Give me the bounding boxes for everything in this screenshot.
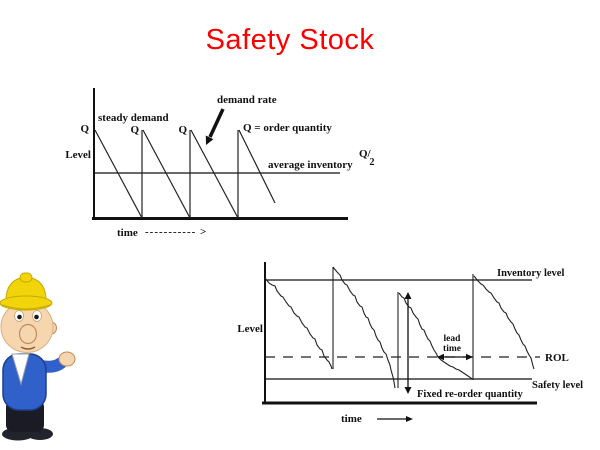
lead-time-arrow [437, 353, 473, 361]
top-time-label: time [117, 227, 138, 239]
average-inventory-label: average inventory [268, 159, 353, 171]
safety-stock-diagram: Inventory level Level lead time ROL Safe… [237, 262, 583, 425]
inventory-level-label: Inventory level [497, 268, 564, 279]
order-quantity-label: Q = order quantity [243, 122, 332, 134]
mascot-hard-hat [0, 272, 53, 311]
peak3-q-label: Q [178, 124, 187, 136]
rol-label: ROL [545, 352, 569, 364]
lead-time-label-line2: time [443, 344, 461, 354]
construction-worker-mascot [0, 272, 76, 441]
lead-time-label-line1: lead [444, 334, 462, 344]
sawtooth-inventory-diagram: Q Level steady demand Q Q demand rate Q … [65, 88, 375, 239]
bottom-time-label: time [341, 413, 362, 425]
level-axis-label: Level [65, 149, 91, 161]
q-half-denominator: 2 [370, 157, 375, 168]
q-half-numerator: Q/ [359, 148, 372, 160]
demand-rate-arrow [205, 108, 225, 145]
fixed-reorder-label: Fixed re-order quantity [417, 389, 524, 400]
top-time-dashes: ----------- > [145, 226, 207, 238]
bottom-level-axis-label: Level [237, 323, 263, 335]
peak2-q-label: Q [130, 124, 139, 136]
sawtooth-cycles [94, 129, 276, 219]
inventory-depletion-curves [264, 266, 535, 389]
time-axis-arrow [377, 416, 413, 422]
mascot-mouth [20, 346, 36, 350]
steady-demand-label: steady demand [98, 112, 169, 124]
safety-level-label: Safety level [532, 380, 583, 391]
mascot-hand [58, 351, 76, 367]
slide-title: Safety Stock [205, 24, 375, 56]
q-axis-label: Q [80, 123, 89, 135]
fixed-reorder-arrow [404, 292, 412, 394]
mascot-shirt [11, 353, 30, 386]
demand-rate-label: demand rate [217, 94, 277, 106]
mascot-nose [18, 323, 38, 345]
